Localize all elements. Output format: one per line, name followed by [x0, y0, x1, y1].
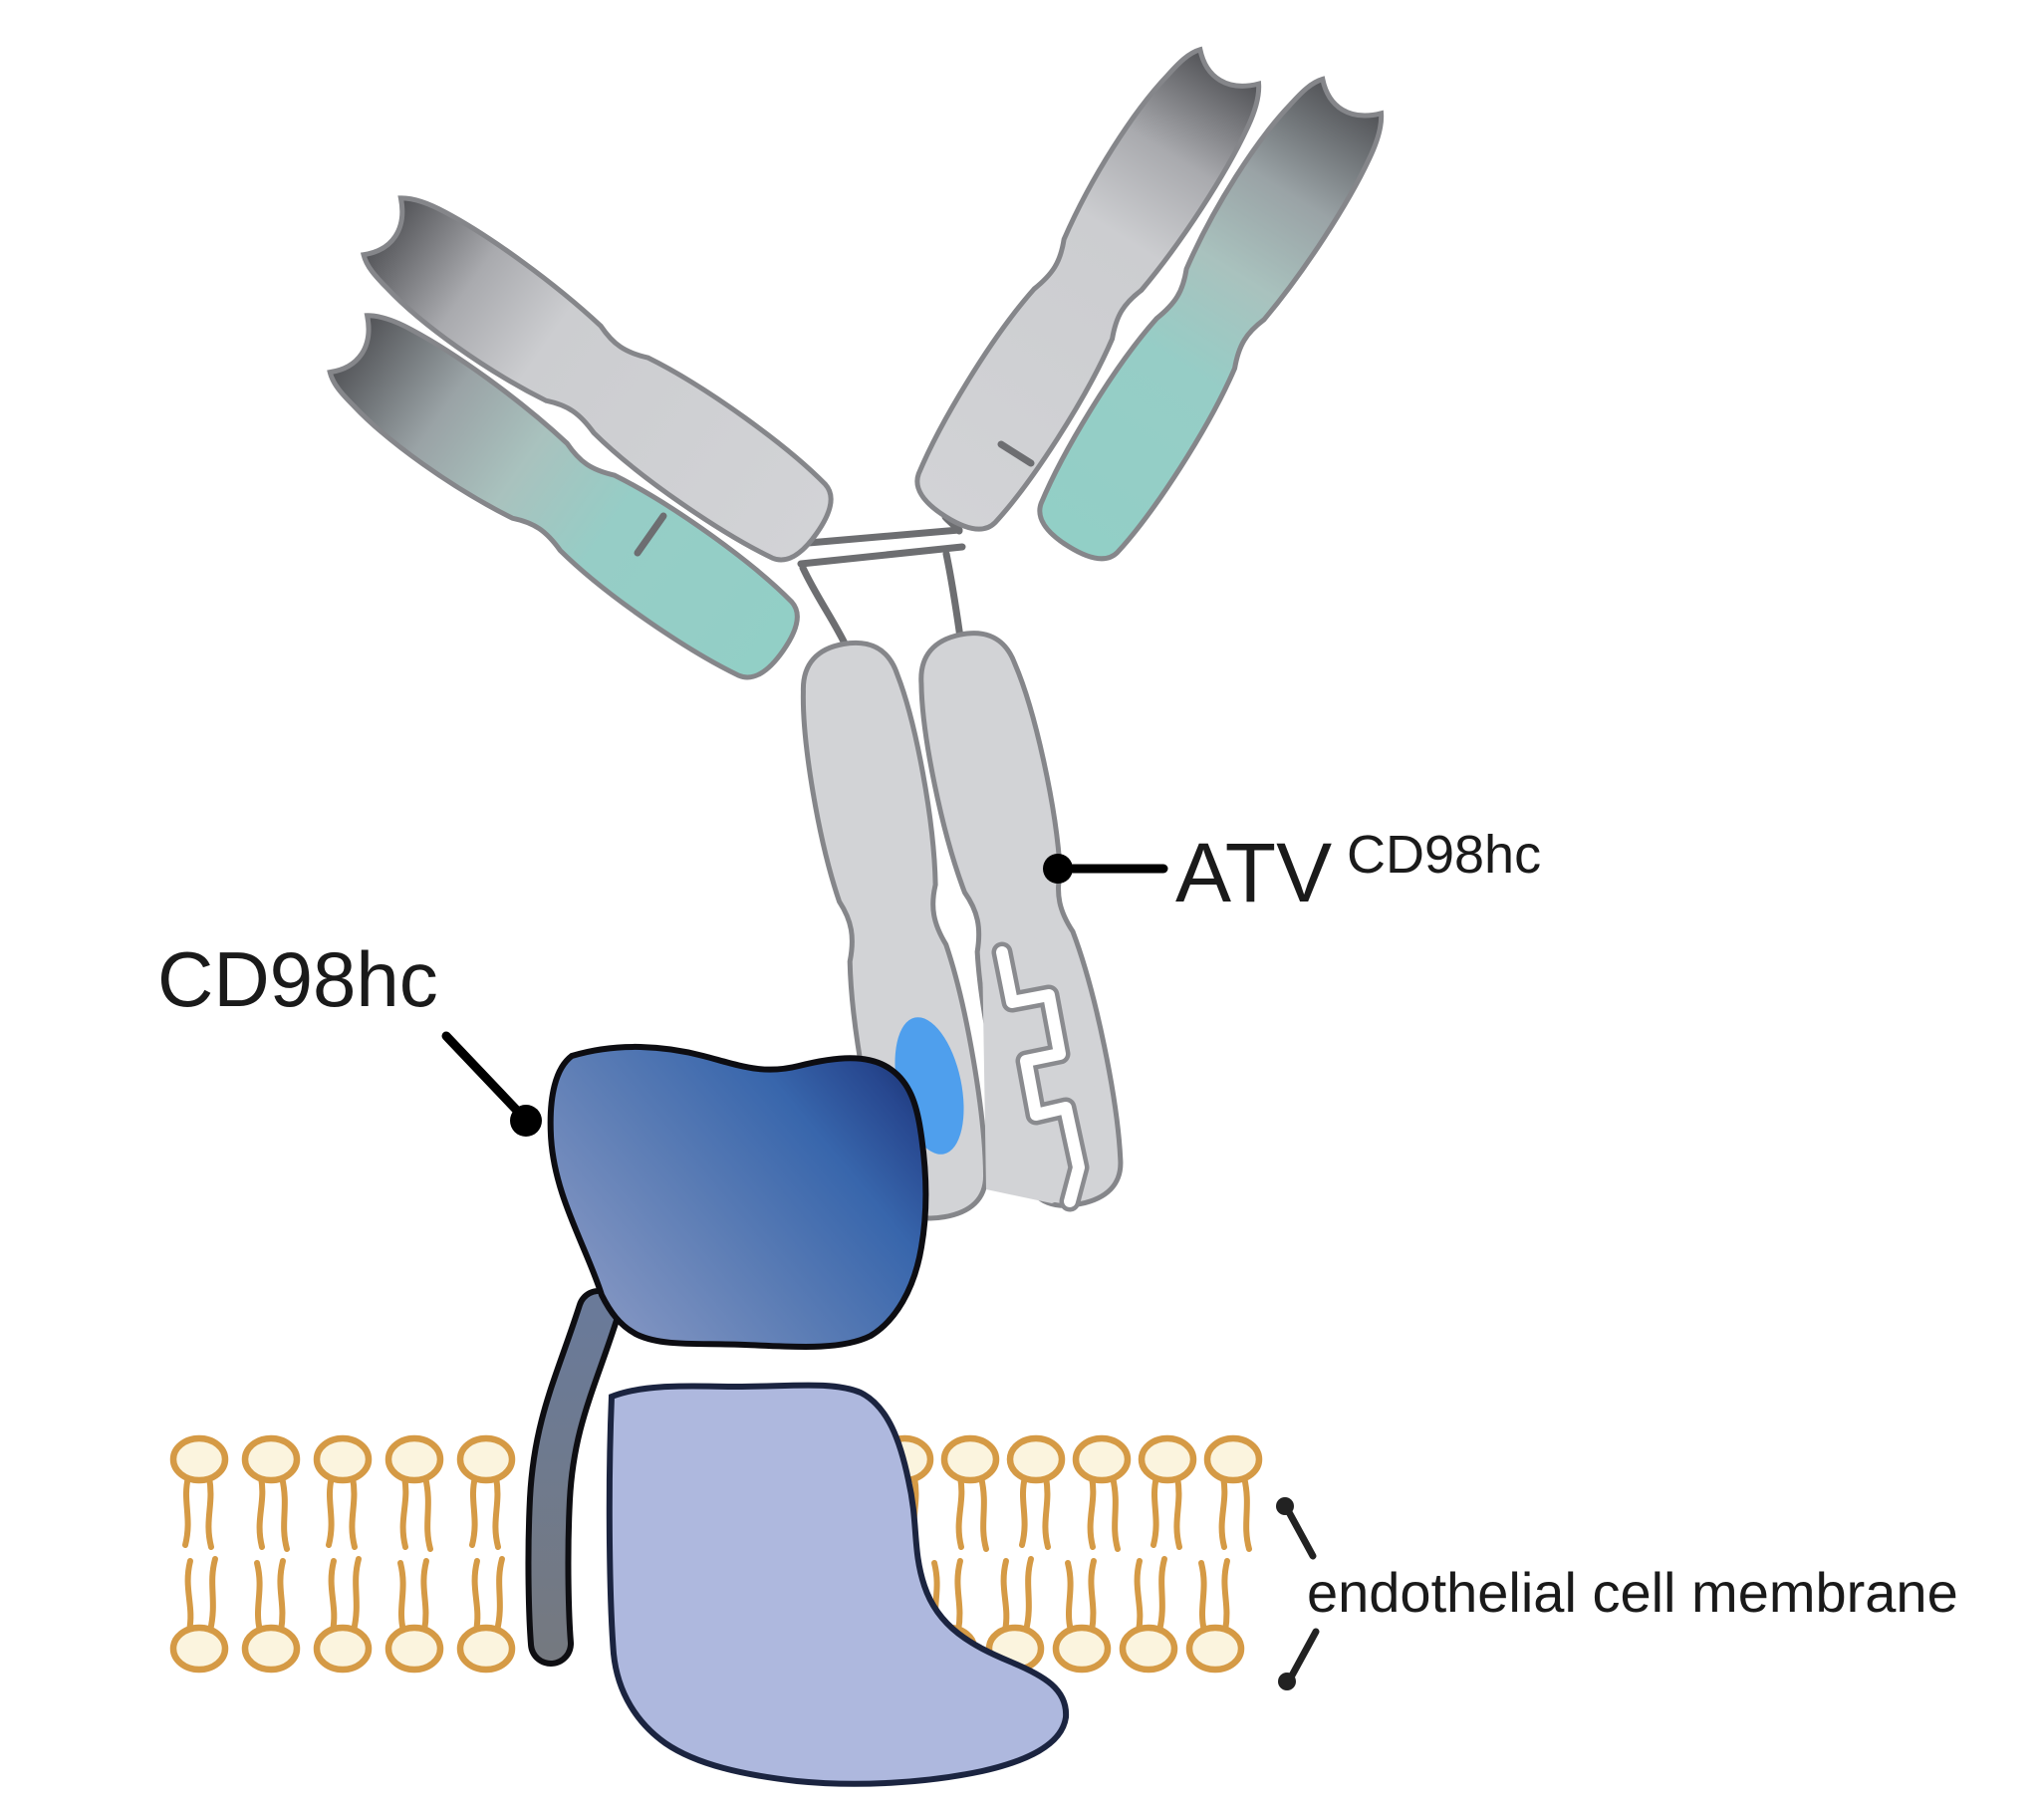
lipid	[245, 1438, 297, 1549]
membrane-label-group: endothelial cell membrane	[1276, 1497, 1958, 1690]
left-fab-disulfide	[634, 512, 667, 557]
lipid	[317, 1559, 369, 1670]
membrane-pointer-line-bottom	[1288, 1628, 1320, 1679]
membrane-right-top-leaflet	[879, 1438, 1259, 1549]
lipid	[944, 1438, 996, 1549]
cd98hc-label-group: CD98hc	[157, 935, 542, 1137]
lipid	[388, 1561, 440, 1670]
lipid	[1056, 1561, 1108, 1670]
cd98hc-pointer-line	[441, 1031, 527, 1121]
lipid	[173, 1438, 225, 1547]
cd98hc-membrane-domain	[606, 1382, 1070, 1787]
cd98hc-label: CD98hc	[157, 935, 438, 1023]
lipid	[1123, 1559, 1174, 1670]
atv-label-group: ATV CD98hc	[1043, 825, 1541, 919]
fab-arm-left	[283, 183, 880, 694]
fab-arm-right	[900, 2, 1397, 608]
lipid	[460, 1559, 512, 1670]
lipid	[1076, 1438, 1128, 1549]
lipid	[1207, 1438, 1259, 1549]
lipid	[388, 1438, 440, 1549]
cd98hc-receptor-icon	[547, 1044, 929, 1351]
membrane-left-bottom-leaflet	[173, 1559, 512, 1670]
membrane-label: endothelial cell membrane	[1307, 1561, 1958, 1624]
lipid	[1010, 1438, 1062, 1547]
lipid	[460, 1438, 512, 1547]
lipid	[1189, 1561, 1241, 1670]
atv-pointer-dot	[1043, 854, 1073, 884]
cd98hc-transmembrane-stem	[525, 1288, 622, 1667]
membrane-left-top-leaflet	[173, 1438, 512, 1549]
lipid	[245, 1561, 297, 1670]
lipid	[1142, 1438, 1193, 1547]
cd98hc-pointer-dot	[510, 1105, 542, 1137]
atv-label: ATV	[1175, 826, 1332, 919]
lipid	[317, 1438, 369, 1547]
right-fab-disulfide	[997, 440, 1035, 467]
atv-label-superscript: CD98hc	[1347, 825, 1541, 885]
membrane-pointer-line-top	[1285, 1508, 1317, 1560]
lipid	[173, 1559, 225, 1670]
fc-knob-hole-gap	[996, 946, 1085, 1207]
